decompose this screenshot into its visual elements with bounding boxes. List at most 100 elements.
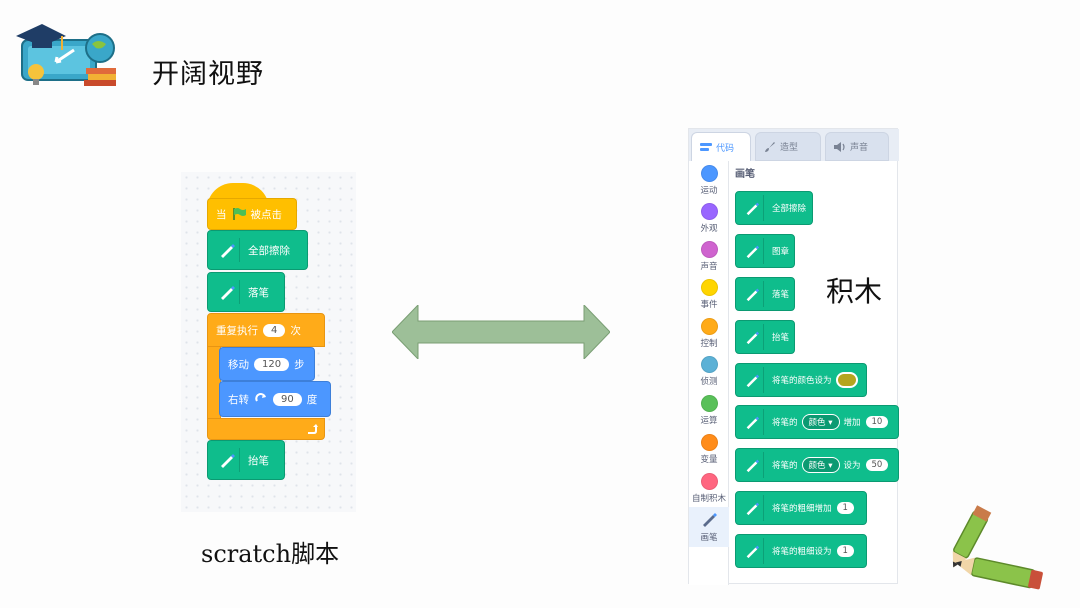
- dropdown-value: 颜色: [808, 418, 826, 428]
- block-label: 将笔的: [772, 418, 798, 428]
- category-label: 侦测: [700, 377, 718, 387]
- pen-icon: [740, 238, 764, 264]
- category-dot: [700, 356, 718, 373]
- pen-icon: [740, 538, 764, 564]
- turn-unit-label: 度: [306, 393, 318, 406]
- category-label: 自制积木: [691, 494, 726, 504]
- block-label: 将笔的粗细设为: [772, 547, 832, 557]
- repeat-block[interactable]: 重复执行 4 次: [207, 313, 325, 347]
- graduation-logo-icon: [16, 24, 116, 86]
- script-caption: scratch脚本: [201, 540, 340, 568]
- color-swatch-input[interactable]: [835, 372, 858, 388]
- category-label: 外观: [700, 224, 718, 234]
- category-sound[interactable]: 声音: [689, 241, 729, 272]
- category-label: 控制: [700, 339, 718, 349]
- palette-clear-block[interactable]: 全部擦除: [735, 191, 813, 225]
- palette-caption: 积木: [826, 275, 883, 308]
- block-label: 抬笔: [772, 333, 790, 343]
- turn-degrees-input[interactable]: 90: [273, 392, 302, 406]
- set-value-input[interactable]: 50: [865, 459, 889, 471]
- palette-pen-down-block[interactable]: 落笔: [735, 277, 795, 311]
- rotate-clockwise-icon: [255, 393, 266, 402]
- palette-pen-up-block[interactable]: 抬笔: [735, 320, 795, 354]
- category-events[interactable]: 事件: [689, 279, 729, 310]
- palette-set-size-block[interactable]: 将笔的粗细设为 1: [735, 534, 867, 568]
- pen-icon: [740, 281, 764, 307]
- category-dot: [700, 395, 718, 412]
- repeat-count-input[interactable]: 4: [263, 323, 286, 337]
- tab-code-label: 代码: [716, 143, 735, 154]
- repeat-label: 重复执行: [216, 324, 258, 337]
- category-label: 变量: [700, 455, 718, 465]
- tab-sounds[interactable]: 声音: [825, 132, 889, 161]
- brush-icon: [765, 141, 775, 152]
- category-motion[interactable]: 运动: [689, 165, 729, 196]
- tab-costumes-label: 造型: [780, 143, 799, 153]
- pen-icon: [740, 367, 764, 393]
- when-flag-clicked-block[interactable]: 当 被点击: [207, 198, 297, 230]
- move-steps-input[interactable]: 120: [254, 357, 290, 371]
- palette-stamp-block[interactable]: 图章: [735, 234, 795, 268]
- category-dot: [700, 165, 718, 182]
- dropdown-value: 颜色: [808, 461, 826, 471]
- change-value-input[interactable]: 10: [865, 416, 889, 428]
- turn-label: 右转: [228, 393, 249, 406]
- palette-section-title: 画笔: [735, 169, 755, 180]
- block-action-label: 增加: [843, 418, 861, 428]
- double-headed-arrow-icon: [392, 305, 610, 359]
- palette-set-color-block[interactable]: 将笔的颜色设为: [735, 363, 867, 397]
- palette-set-param-block[interactable]: 将笔的 颜色 ▾ 设为 50: [735, 448, 899, 482]
- move-steps-block[interactable]: 移动 120 步: [219, 347, 315, 381]
- category-pen[interactable]: 画笔: [689, 507, 729, 547]
- pen-icon: [740, 324, 764, 350]
- category-dot: [700, 279, 718, 296]
- pen-down-label: 落笔: [248, 286, 269, 299]
- pen-icon: [214, 238, 240, 262]
- pen-up-block[interactable]: 抬笔: [207, 440, 285, 480]
- block-label: 将笔的粗细增加: [772, 504, 832, 514]
- category-sensing[interactable]: 侦测: [689, 356, 729, 387]
- hat-prefix-label: 当: [216, 208, 227, 221]
- palette-change-param-block[interactable]: 将笔的 颜色 ▾ 增加 10: [735, 405, 899, 439]
- category-label: 画笔: [700, 533, 718, 543]
- pen-icon: [214, 448, 240, 472]
- editor-tabs: 代码 造型 声音: [689, 129, 899, 161]
- pen-icon: [740, 495, 764, 521]
- clear-block[interactable]: 全部擦除: [207, 230, 308, 270]
- size-set-input[interactable]: 1: [836, 545, 854, 557]
- param-dropdown[interactable]: 颜色 ▾: [801, 414, 840, 430]
- move-unit-label: 步: [294, 358, 305, 371]
- block-label: 全部擦除: [772, 204, 807, 214]
- tab-costumes[interactable]: 造型: [755, 132, 821, 161]
- category-operators[interactable]: 运算: [689, 395, 729, 426]
- turn-right-block[interactable]: 右转 90 度: [219, 381, 331, 417]
- category-control[interactable]: 控制: [689, 318, 729, 349]
- category-label: 声音: [700, 262, 718, 272]
- block-label: 落笔: [772, 290, 790, 300]
- pen-down-block[interactable]: 落笔: [207, 272, 285, 312]
- palette-change-size-block[interactable]: 将笔的粗细增加 1: [735, 491, 867, 525]
- repeat-unit-label: 次: [290, 324, 301, 337]
- code-icon: [700, 143, 712, 151]
- pen-icon: [214, 280, 240, 304]
- pen-icon: [740, 195, 764, 221]
- category-variables[interactable]: 变量: [689, 434, 729, 465]
- category-label: 事件: [700, 300, 718, 310]
- page-title: 开阔视野: [152, 59, 264, 90]
- block-label: 将笔的: [772, 461, 798, 471]
- category-dot: [700, 473, 718, 490]
- pen-extension-icon: [703, 513, 717, 527]
- pen-icon: [740, 409, 764, 435]
- tab-sounds-label: 声音: [850, 143, 869, 153]
- category-dot: [700, 318, 718, 335]
- category-my-blocks[interactable]: 自制积木: [689, 473, 729, 504]
- block-label: 将笔的颜色设为: [772, 376, 832, 386]
- param-dropdown[interactable]: 颜色 ▾: [801, 457, 840, 473]
- tab-code[interactable]: 代码: [691, 132, 751, 161]
- block-action-label: 设为: [843, 461, 861, 471]
- category-label: 运算: [700, 416, 718, 426]
- clear-label: 全部擦除: [248, 244, 290, 257]
- size-change-input[interactable]: 1: [836, 502, 854, 514]
- loop-arrow-icon: [308, 424, 318, 434]
- category-looks[interactable]: 外观: [689, 203, 729, 234]
